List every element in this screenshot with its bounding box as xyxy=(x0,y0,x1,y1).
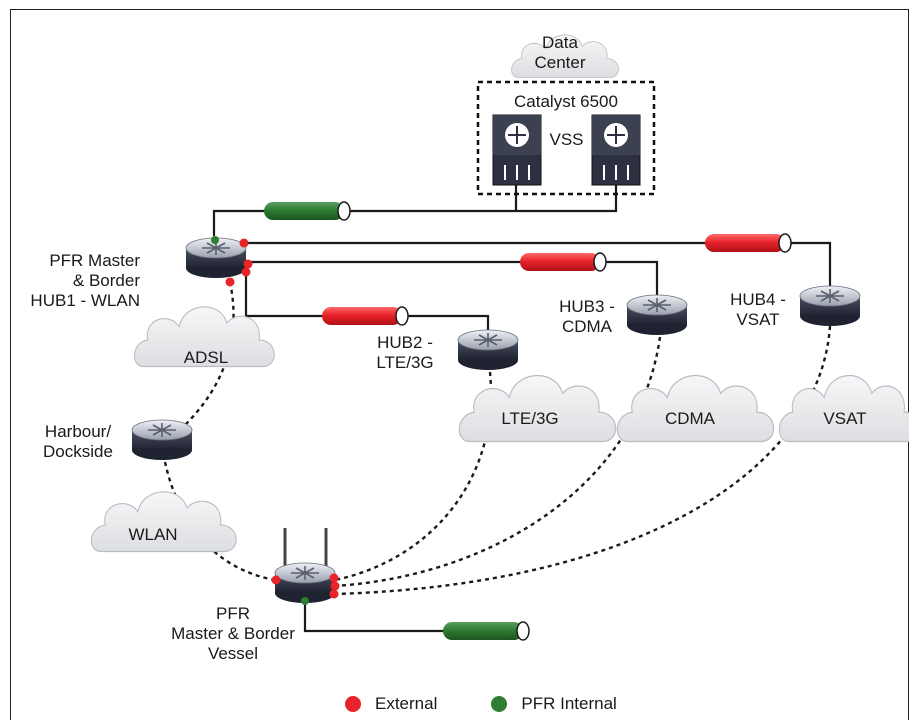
catalyst-label: Catalyst 6500 xyxy=(514,92,618,111)
lte-label: LTE/3G xyxy=(501,409,559,428)
dot-vessel-ext-3 xyxy=(330,581,340,591)
adsl-label: ADSL xyxy=(183,348,229,367)
legend-internal-dot xyxy=(491,696,508,712)
tunnel-green-datacenter xyxy=(264,201,351,221)
dash-hub4-vessel xyxy=(334,325,832,596)
vss-label: VSS xyxy=(549,130,584,149)
vessel-label: PFR Master & Border Vessel xyxy=(171,604,295,663)
legend-internal-label: PFR Internal xyxy=(521,694,617,713)
hub4-label: HUB4 - VSAT xyxy=(730,290,786,329)
dot-hub1-ext-2 xyxy=(243,259,253,269)
link-hub1-hub4 xyxy=(244,241,832,286)
router-hub2 xyxy=(457,329,519,371)
wlan-label: WLAN xyxy=(128,525,178,544)
hub3-label: HUB3 - CDMA xyxy=(559,297,615,336)
dot-hub1-ext-1 xyxy=(239,238,249,248)
legend-external-label: External xyxy=(375,694,438,713)
hub1-label: PFR Master & Border HUB1 - WLAN xyxy=(30,251,140,310)
tunnel-red-hub3 xyxy=(520,252,607,272)
dot-hub1-internal xyxy=(211,236,219,244)
router-vessel xyxy=(274,528,336,604)
legend: External PFR Internal xyxy=(345,693,617,715)
dot-hub1-ext-4 xyxy=(225,277,235,287)
dot-vessel-ext-1 xyxy=(271,575,281,585)
router-hub4 xyxy=(799,285,861,327)
harbour-label: Harbour/ Dockside xyxy=(43,422,113,461)
hub2-label: HUB2 - LTE/3G xyxy=(376,333,434,372)
vsat-label: VSAT xyxy=(823,409,867,428)
datacenter-label: Data Center xyxy=(534,33,586,72)
dash-hub2-vessel xyxy=(334,371,493,582)
vss-switch-left xyxy=(492,114,542,186)
tunnel-red-hub2 xyxy=(322,306,409,326)
legend-external-dot xyxy=(345,696,361,712)
link-hub1-hub3 xyxy=(248,260,659,295)
interface-dots xyxy=(211,236,340,605)
router-hub3 xyxy=(626,294,688,336)
vss-switch-right xyxy=(591,114,641,186)
cdma-label: CDMA xyxy=(664,409,716,428)
link-hub1-datacenter xyxy=(212,185,618,236)
dot-vessel-ext-2 xyxy=(329,573,339,583)
dot-hub1-ext-3 xyxy=(241,267,251,277)
router-hub1 xyxy=(185,237,247,279)
tunnel-red-hub4 xyxy=(705,233,792,253)
dot-vessel-ext-4 xyxy=(329,589,339,599)
tunnel-green-vessel xyxy=(443,621,530,641)
router-harbour xyxy=(131,419,193,461)
dot-vessel-internal xyxy=(301,597,309,605)
